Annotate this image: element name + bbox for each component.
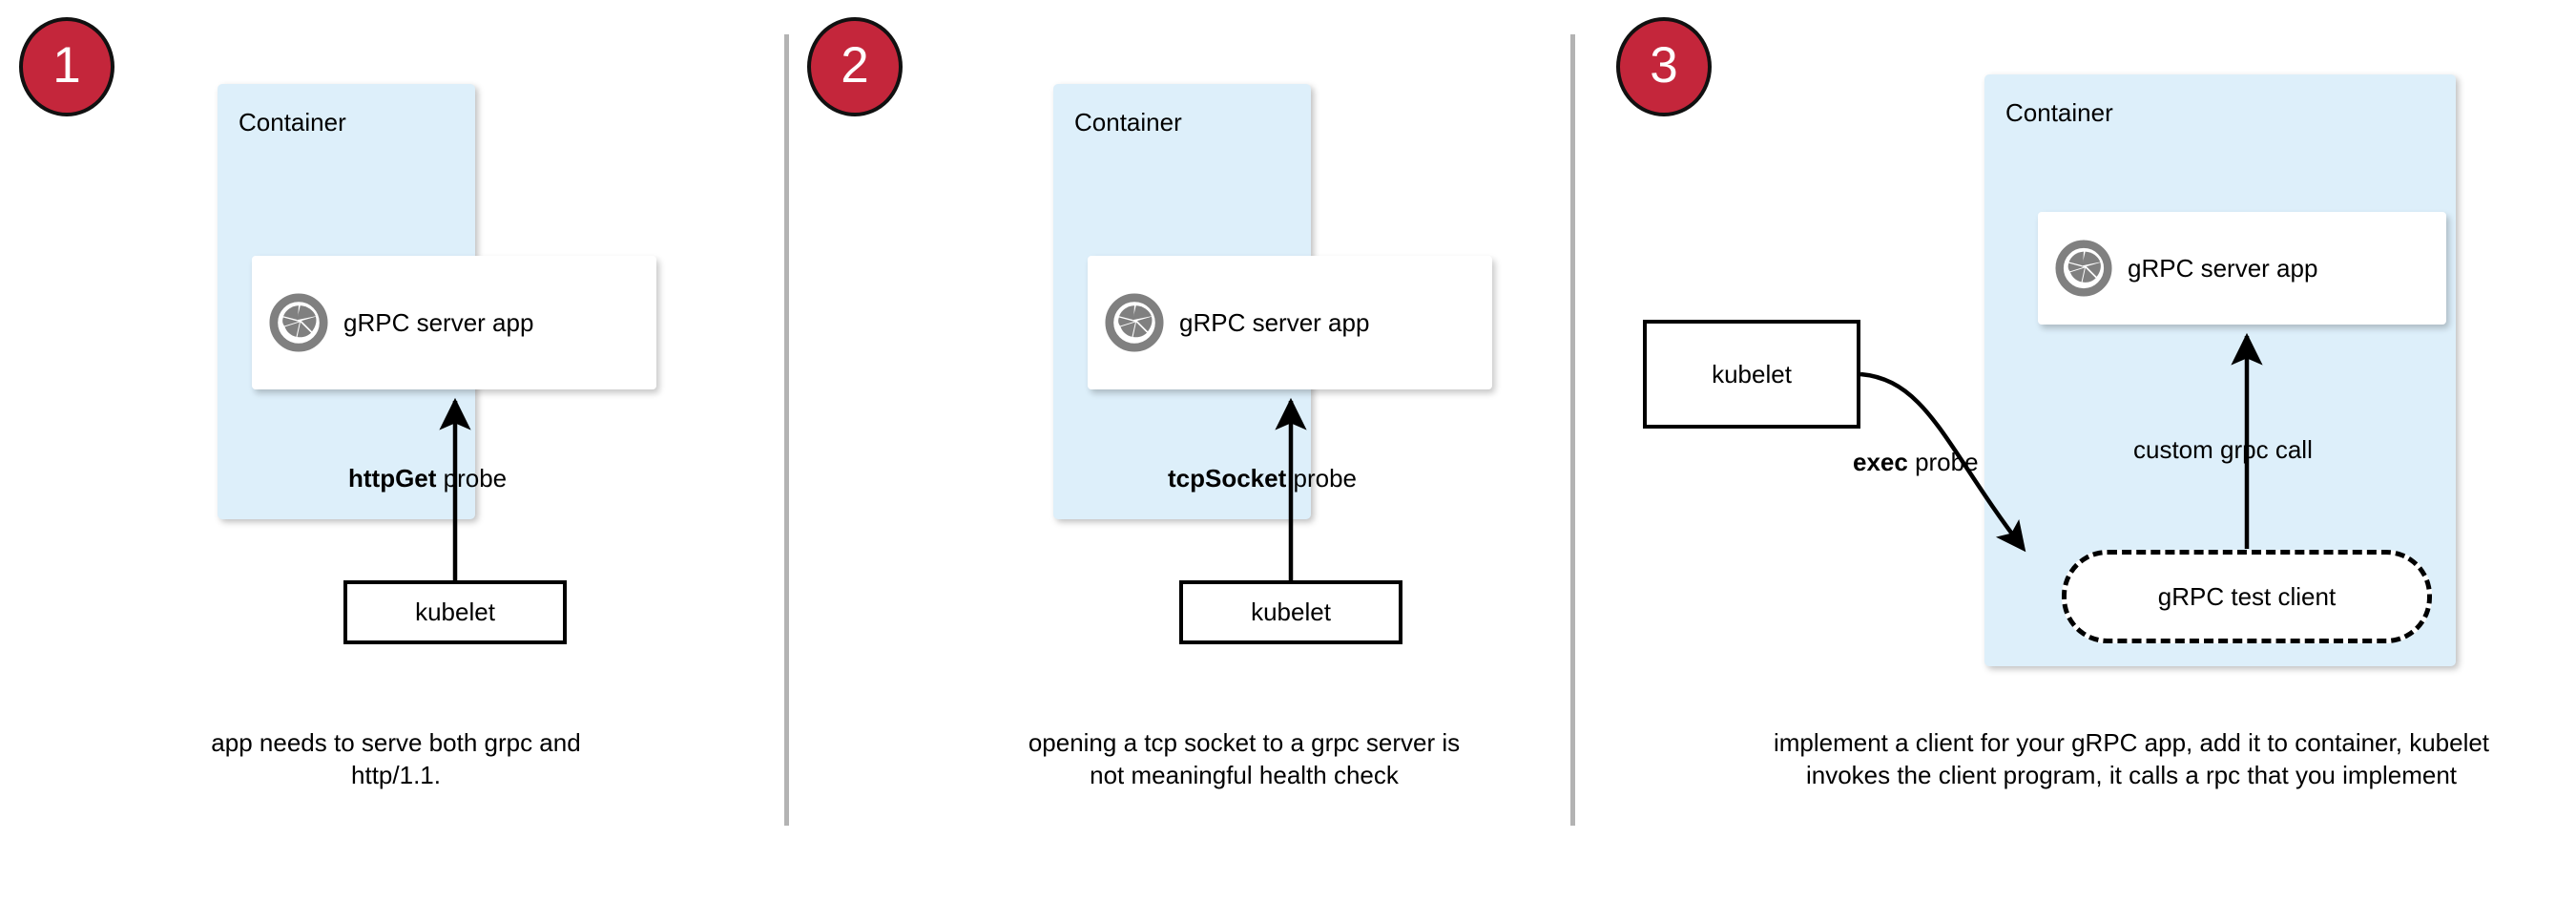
step-badge-number: 1 [52,36,81,94]
grpc-server-app-label: gRPC server app [1179,307,1370,337]
kubelet-box: kubelet [343,580,567,644]
grpc-test-client-label: gRPC test client [2157,581,2337,611]
probe-keyword: exec [1853,448,1908,476]
grpc-aperture-icon [269,293,328,352]
panel-httpget-probe: 1 Container gRPC server app [0,0,786,923]
step-badge-1: 1 [19,17,114,116]
panel-caption: opening a tcp socket to a grpc server is… [1028,728,1461,789]
grpc-server-app-card: gRPC server app [1088,256,1492,389]
grpc-aperture-icon [1105,293,1164,352]
grpc-server-app-label: gRPC server app [343,307,534,337]
kubelet-label: kubelet [1712,359,1792,388]
grpc-server-app-label: gRPC server app [2128,253,2318,283]
step-badge-3: 3 [1616,17,1712,116]
grpc-server-app-card: gRPC server app [252,256,656,389]
container-label: Container [2005,98,2113,127]
probe-suffix: probe [1286,464,1357,493]
probe-keyword: httpGet [348,464,437,493]
panel-exec-probe: 3 Container gRPC server app kubelet [1572,0,2576,923]
kubelet-label: kubelet [1251,598,1331,626]
probe-suffix: probe [436,464,508,493]
grpc-aperture-icon [2055,240,2112,297]
step-badge-number: 3 [1650,36,1678,94]
kubelet-box: kubelet [1179,580,1402,644]
kubelet-label: kubelet [415,598,495,626]
httpget-probe-label: httpGet probe [348,464,507,493]
kubelet-box: kubelet [1643,320,1860,429]
panel-tcpsocket-probe: 2 Container gRPC server app [786,0,1572,923]
custom-grpc-call-label: custom grpc call [2133,435,2313,464]
panel-divider-2 [1570,34,1575,826]
probe-suffix: probe [1907,448,1979,476]
probe-keyword: tcpSocket [1168,464,1287,493]
step-badge-number: 2 [841,36,869,94]
step-badge-2: 2 [807,17,903,116]
grpc-test-client-box: gRPC test client [2062,550,2432,643]
panel-caption: implement a client for your gRPC app, ad… [1773,728,2490,789]
panel-caption: app needs to serve both grpc and http/1.… [211,728,581,789]
tcpsocket-probe-label: tcpSocket probe [1168,464,1357,493]
panel-divider-1 [784,34,789,826]
container-label: Container [239,108,346,136]
exec-probe-label: exec probe [1853,448,1979,477]
grpc-server-app-card: gRPC server app [2038,212,2446,325]
container-label: Container [1074,108,1182,136]
